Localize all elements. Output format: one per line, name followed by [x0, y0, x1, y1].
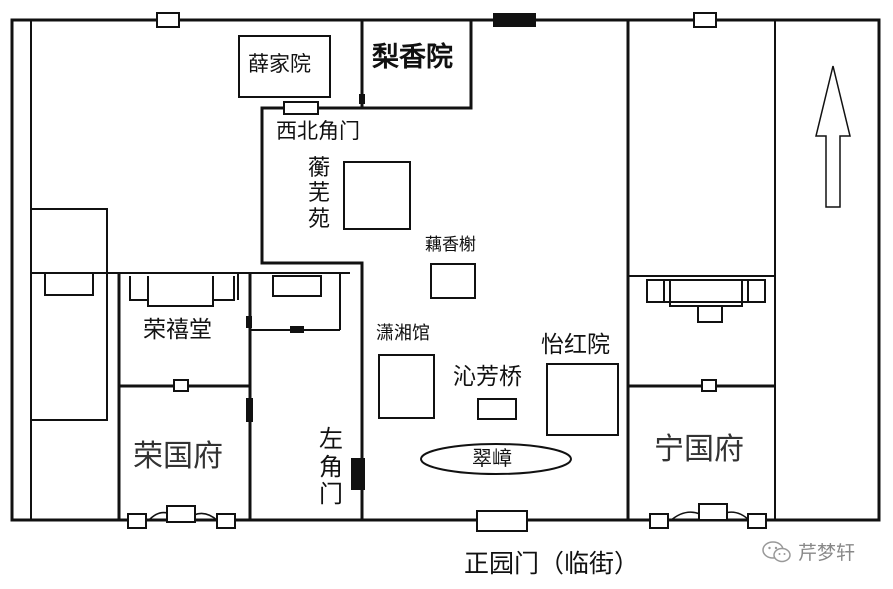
- north-gate-west: [156, 12, 180, 28]
- ning-mansion-label: 宁国府: [654, 432, 744, 467]
- west-building: [30, 208, 108, 421]
- xue-yard-label: 薛家院: [248, 52, 311, 76]
- wechat-icon: [762, 540, 791, 562]
- outer-wall: [10, 18, 881, 522]
- north-arrow-icon: [815, 65, 851, 208]
- rong-mansion-label: 荣国府: [133, 439, 223, 474]
- watermark: 芹梦轩: [762, 538, 855, 565]
- northwest-gate-label: 西北角门: [276, 119, 360, 143]
- north-gate-east: [693, 12, 717, 28]
- lixiang-yard-wall: [360, 20, 473, 110]
- north-gate-black: [493, 13, 536, 27]
- lixiang-yard-label: 梨香院: [372, 42, 453, 73]
- qinfang-bridge-label: 沁芳桥: [453, 364, 522, 390]
- hengwu-building: [343, 161, 411, 230]
- yihong-building: [546, 363, 619, 436]
- rongxi-hall-label: 荣禧堂: [143, 317, 212, 343]
- qinfang-bridge-box: [477, 398, 517, 420]
- left-gate-marker: [351, 458, 365, 490]
- hengwu-garden-label: 蘅芜苑: [307, 156, 330, 232]
- ouxiang-pavilion-label: 藕香榭: [425, 235, 476, 255]
- xiaoxiang-building: [378, 354, 435, 419]
- xue-yard-box: [238, 35, 331, 98]
- yihong-court-label: 怡红院: [541, 332, 610, 358]
- watermark-text: 芹梦轩: [798, 542, 856, 564]
- left-gate-label: 左角门: [319, 425, 343, 509]
- cuizhang-rockery: [420, 443, 572, 475]
- ouxiang-building: [430, 263, 476, 299]
- main-gate-label: 正园门（临街）: [464, 549, 640, 578]
- cuizhang-label: 翠嶂: [472, 446, 512, 470]
- northwest-gate-marker: [283, 101, 319, 115]
- main-gate-marker: [476, 510, 528, 532]
- xiaoxiang-lodge-label: 潇湘馆: [376, 323, 430, 344]
